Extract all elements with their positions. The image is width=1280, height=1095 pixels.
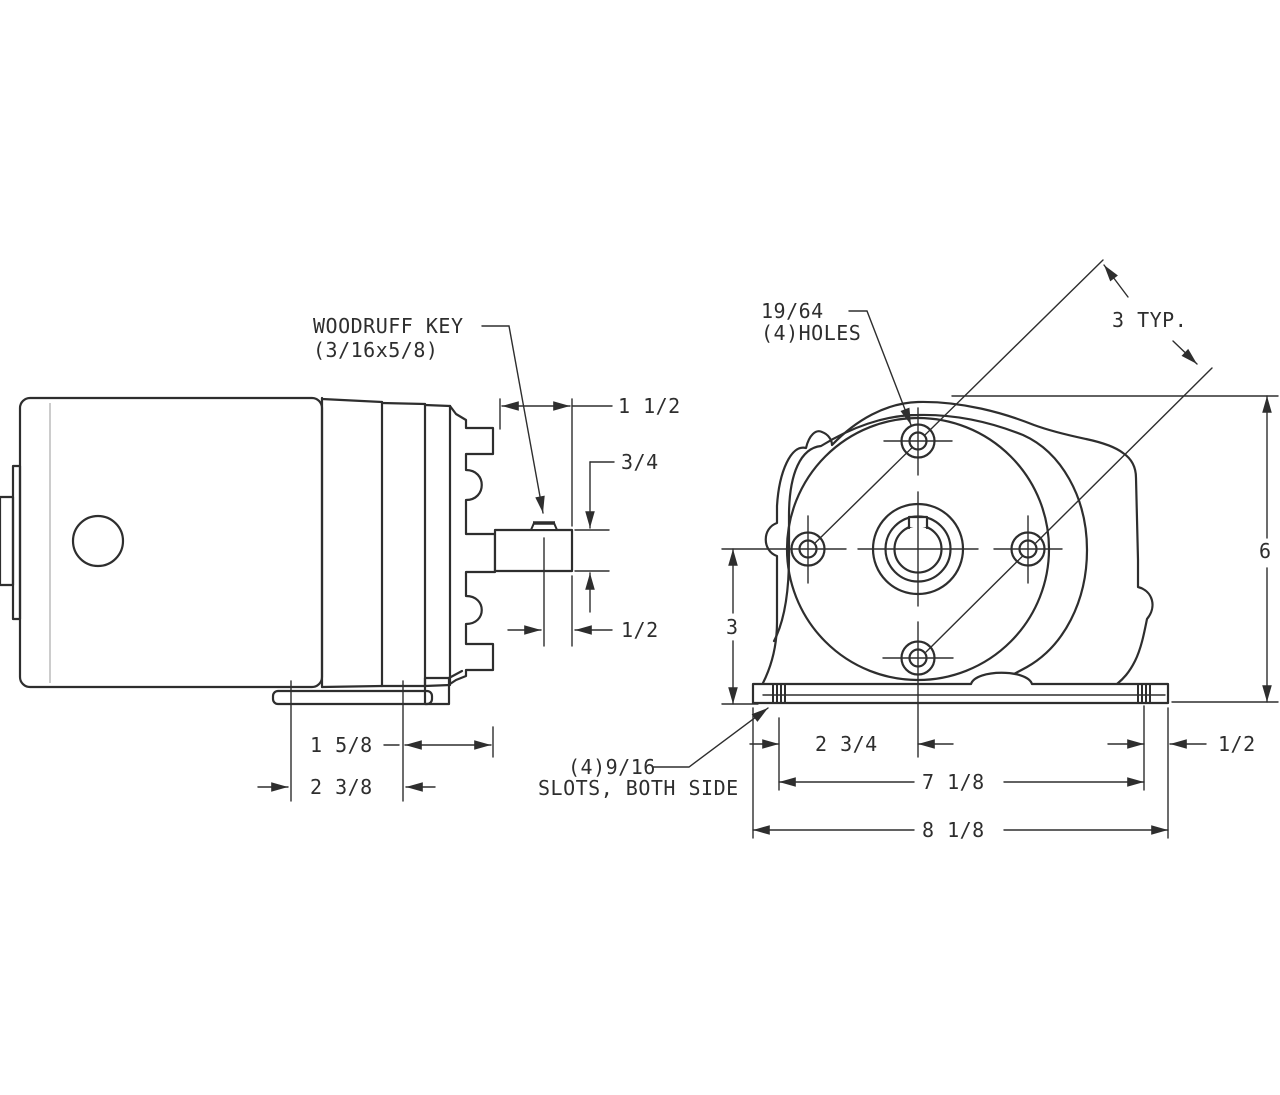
- bolt-diagonal-b: [925, 367, 1213, 653]
- dim-center-to-base: 3: [726, 615, 739, 639]
- slots-label-line2: SLOTS, BOTH SIDE: [538, 776, 739, 800]
- motor-body-outline: [18, 396, 324, 689]
- holes-leader: [848, 310, 912, 426]
- dim-key-to-shaft-end: 1/2: [621, 618, 659, 642]
- dim-bolt-spacing: 3 TYP.: [1112, 308, 1187, 332]
- output-shaft: [493, 528, 574, 573]
- dim-overall-width: 8 1/8: [922, 818, 985, 842]
- side-foot-bar: [271, 689, 434, 706]
- endbell-top: [320, 397, 384, 404]
- rear-boss-block: [0, 495, 15, 587]
- ring-c-bottom: [423, 683, 452, 688]
- holes-label-line2: (4)HOLES: [761, 321, 861, 345]
- endbell-bottom: [320, 684, 384, 689]
- slots-label-line1: (4)9/16: [568, 755, 656, 779]
- right-slot-hatch: [1137, 684, 1151, 703]
- side-foot-block: [423, 676, 451, 706]
- woodruff-key-leader: [481, 325, 545, 514]
- dim-slot-to-edge: 1/2: [1218, 732, 1256, 756]
- holes-label-line1: 19/64: [761, 299, 824, 323]
- typ-arrow-b: [1172, 340, 1198, 365]
- woodruff-key-label-line1: WOODRUFF KEY: [313, 314, 464, 338]
- front-view-dimensions: 3 TYP. 19/64 (4)HOLES 6 3 2 3/4 7 1/8 8 …: [538, 264, 1279, 842]
- motor-body-hole: [71, 514, 125, 568]
- typ-arrow-a: [1103, 264, 1129, 298]
- dim-hub-length: 1 5/8: [310, 733, 373, 757]
- foot-chamfer: [447, 669, 464, 680]
- bolt-diagonal-a: [811, 259, 1104, 547]
- centerlines: [807, 407, 1063, 758]
- dim-foot-slot-spacing: 2 3/8: [310, 775, 373, 799]
- housing-inner-contour: [772, 413, 1089, 686]
- dim-slot-to-centerline: 2 3/4: [815, 732, 878, 756]
- gearbox-castellated-profile: [448, 404, 497, 686]
- dim-shaft-extension: 1 1/2: [618, 394, 681, 418]
- ring-b-top: [380, 401, 427, 406]
- mounting-base: [751, 671, 1170, 705]
- dim-overall-height: 6: [1259, 539, 1272, 563]
- slots-leader: [652, 707, 769, 768]
- ring-c-top: [423, 403, 452, 408]
- left-slot-hatch: [772, 684, 786, 703]
- housing-outer-outline: [761, 400, 1154, 686]
- dim-slot-spacing: 7 1/8: [922, 770, 985, 794]
- woodruff-key-label-line2: (3/16x5/8): [313, 338, 438, 362]
- dim-shaft-diameter: 3/4: [621, 450, 659, 474]
- side-view-dimensions: 1 1/2 3/4 1/2 1 5/8 2 3/8 WOODRUFF KEY (…: [257, 314, 681, 802]
- side-view: [0, 396, 574, 706]
